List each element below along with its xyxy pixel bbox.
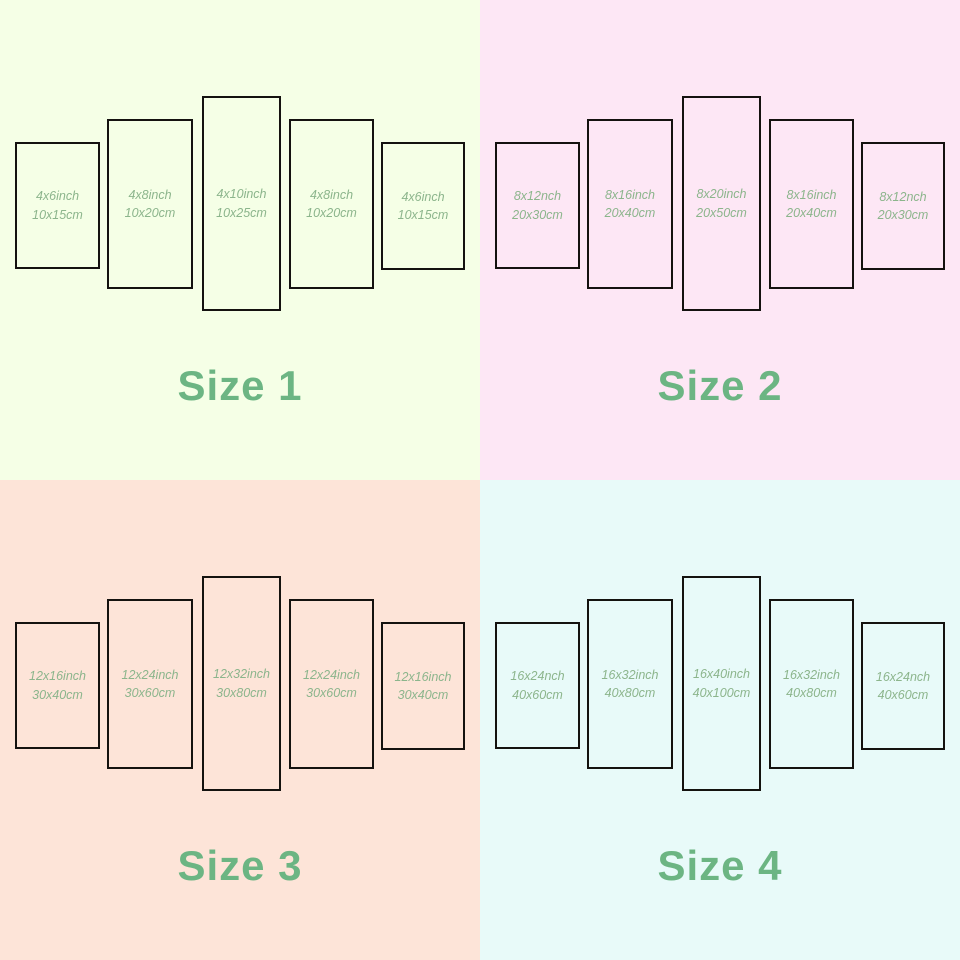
frame-row: 12x16inch 30x40cm 12x24inch 30x60cm 12x3… (0, 480, 480, 820)
size-title: Size 3 (177, 842, 303, 889)
frame-2[interactable]: 16x32inch 40x80cm (587, 599, 673, 769)
frame-2[interactable]: 8x16inch 20x40cm (587, 119, 673, 289)
frame-1[interactable]: 16x24nch 40x60cm (495, 622, 580, 749)
frame-3[interactable]: 4x10inch 10x25cm (202, 96, 281, 311)
frame-3[interactable]: 12x32inch 30x80cm (202, 576, 281, 791)
frame-2-label: 16x32inch 40x80cm (601, 667, 659, 700)
frame-4[interactable]: 12x24inch 30x60cm (289, 599, 374, 769)
frame-3-label: 12x32inch 30x80cm (213, 667, 270, 700)
frame-2-label: 4x8inch 10x20cm (124, 187, 176, 220)
frame-3-label: 4x10inch 10x25cm (216, 187, 267, 220)
frame-5-label: 4x6inch 10x15cm (397, 189, 449, 222)
frame-1[interactable]: 4x6inch 10x15cm (15, 142, 100, 269)
frame-4[interactable]: 4x8inch 10x20cm (289, 119, 374, 289)
frame-5-label: 12x16inch 30x40cm (394, 669, 452, 702)
frame-5-label: 16x24nch 40x60cm (875, 669, 931, 702)
frame-2[interactable]: 4x8inch 10x20cm (107, 119, 193, 289)
frame-5[interactable]: 8x12nch 20x30cm (861, 142, 945, 270)
frame-5[interactable]: 4x6inch 10x15cm (381, 142, 465, 270)
frame-3-label: 16x40inch 40x100cm (692, 667, 751, 700)
frame-3[interactable]: 16x40inch 40x100cm (682, 576, 761, 791)
size-title: Size 4 (657, 842, 783, 889)
size-title: Size 2 (657, 362, 783, 409)
frame-4-label: 8x16inch 20x40cm (786, 187, 837, 220)
frame-row: 4x6inch 10x15cm 4x8inch 10x20cm 4x10inch… (0, 0, 480, 340)
panel-size-3: 12x16inch 30x40cm 12x24inch 30x60cm 12x3… (0, 480, 480, 960)
frame-2-label: 12x24inch 30x60cm (121, 667, 179, 700)
frame-3[interactable]: 8x20inch 20x50cm (682, 96, 761, 311)
frame-4-label: 16x32inch 40x80cm (783, 667, 840, 700)
frame-1[interactable]: 8x12nch 20x30cm (495, 142, 580, 269)
frame-1-label: 12x16inch 30x40cm (29, 669, 86, 702)
frame-4-label: 12x24inch 30x60cm (303, 667, 360, 700)
frame-1-label: 8x12nch 20x30cm (512, 189, 563, 222)
frame-2[interactable]: 12x24inch 30x60cm (107, 599, 193, 769)
frame-5[interactable]: 12x16inch 30x40cm (381, 622, 465, 750)
frame-4[interactable]: 8x16inch 20x40cm (769, 119, 854, 289)
frame-1[interactable]: 12x16inch 30x40cm (15, 622, 100, 749)
panel-size-4: 16x24nch 40x60cm 16x32inch 40x80cm 16x40… (480, 480, 960, 960)
panel-size-2: 8x12nch 20x30cm 8x16inch 20x40cm 8x20inc… (480, 0, 960, 480)
frame-row: 8x12nch 20x30cm 8x16inch 20x40cm 8x20inc… (480, 0, 960, 340)
panel-size-1: 4x6inch 10x15cm 4x8inch 10x20cm 4x10inch… (0, 0, 480, 480)
frame-2-label: 8x16inch 20x40cm (604, 187, 656, 220)
frame-4-label: 4x8inch 10x20cm (306, 187, 357, 220)
frame-5[interactable]: 16x24nch 40x60cm (861, 622, 945, 750)
frame-1-label: 4x6inch 10x15cm (32, 189, 83, 222)
frame-1-label: 16x24nch 40x60cm (510, 669, 565, 702)
size-title: Size 1 (177, 362, 303, 409)
frame-5-label: 8x12nch 20x30cm (877, 189, 929, 222)
frame-row: 16x24nch 40x60cm 16x32inch 40x80cm 16x40… (480, 480, 960, 820)
frame-3-label: 8x20inch 20x50cm (696, 187, 747, 220)
frame-4[interactable]: 16x32inch 40x80cm (769, 599, 854, 769)
